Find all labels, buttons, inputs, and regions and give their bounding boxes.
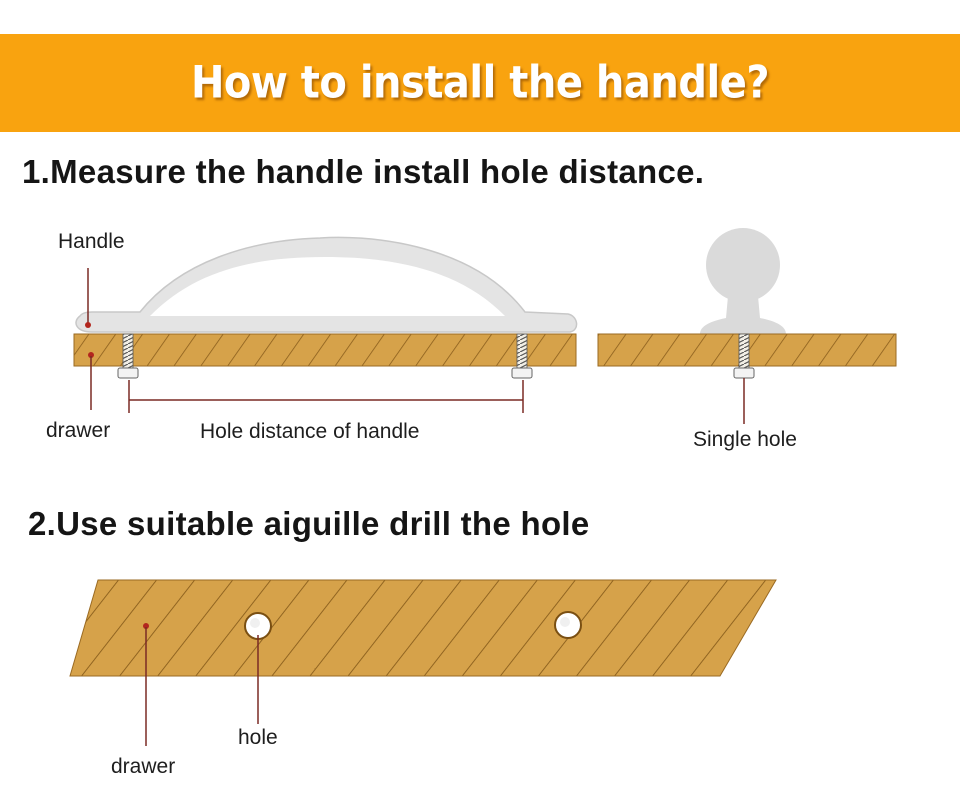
banner-title: How to install the handle? bbox=[190, 57, 770, 109]
drawer-label: drawer bbox=[46, 419, 111, 442]
hole-label: hole bbox=[238, 726, 278, 749]
hole-distance-label: Hole distance of handle bbox=[200, 420, 420, 443]
screw-icon bbox=[511, 333, 533, 379]
handle-label: Handle bbox=[58, 230, 125, 253]
drawer-board-step2 bbox=[69, 579, 777, 677]
screw-icon bbox=[117, 333, 139, 379]
single-hole-label: Single hole bbox=[693, 428, 797, 451]
step-1-heading: 1.Measure the handle install hole distan… bbox=[22, 153, 705, 190]
handle-pointer-dot bbox=[85, 322, 91, 328]
step-2-heading: 2.Use suitable aiguille drill the hole bbox=[28, 505, 590, 542]
hole-distance-dimension bbox=[128, 380, 524, 413]
knob-handle bbox=[700, 228, 786, 334]
drawer-label-step2: drawer bbox=[111, 755, 176, 778]
drawer-pointer-dot bbox=[143, 623, 149, 629]
title-banner: How to install the handle? bbox=[0, 34, 960, 132]
bow-handle bbox=[75, 236, 578, 333]
drawer-pointer-dot bbox=[88, 352, 94, 358]
drawer-board-step1 bbox=[73, 333, 577, 367]
